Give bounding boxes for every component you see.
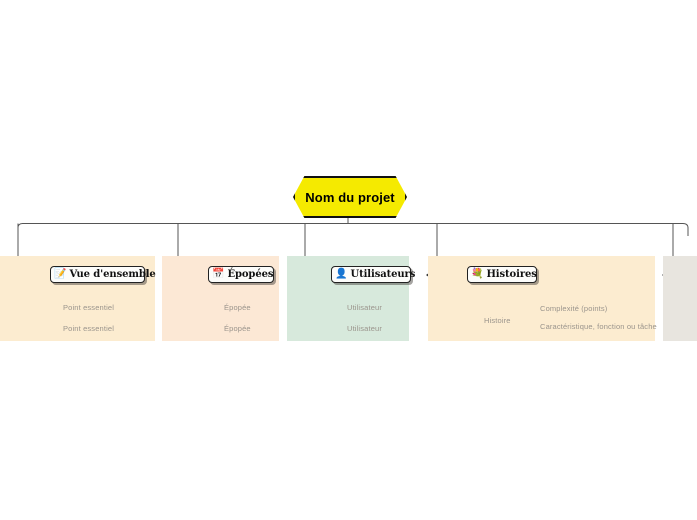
node-label-vue-densemble: Vue d'ensemble	[69, 269, 156, 280]
node-box-utilisateurs[interactable]: 👤 Utilisateurs	[331, 266, 415, 283]
leaf-point-essentiel-2[interactable]: Point essentiel	[63, 324, 115, 333]
root-node-project-title[interactable]: Nom du projet	[293, 176, 407, 218]
node-label-utilisateurs: Utilisateurs	[350, 269, 416, 280]
node-box-epopees[interactable]: 📅 Épopées	[208, 266, 274, 283]
calendar-icon: 📅	[212, 268, 225, 279]
node-box-histoires[interactable]: 💐 Histoires	[467, 266, 537, 283]
leaf-point-essentiel-1[interactable]: Point essentiel	[63, 303, 115, 312]
bouquet-icon: 💐	[471, 268, 484, 279]
leaf-histoire[interactable]: Histoire	[484, 316, 511, 325]
node-box-vue-densemble[interactable]: 📝 Vue d'ensemble	[50, 266, 156, 283]
leaf-complexite-points[interactable]: Complexité (points)	[540, 304, 608, 313]
leaf-utilisateur-2[interactable]: Utilisateur	[347, 324, 382, 333]
node-label-histoires: Histoires	[486, 269, 537, 280]
leaf-epopee-1[interactable]: Épopée	[224, 303, 251, 312]
leaf-caracteristique-fonction-tache[interactable]: Caractéristique, fonction ou tâche	[540, 322, 657, 331]
leaf-utilisateur-1[interactable]: Utilisateur	[347, 303, 382, 312]
branch-panel-histoires	[428, 256, 655, 341]
horizontal-bus-line	[17, 223, 689, 236]
node-label-epopees: Épopées	[227, 269, 274, 280]
memo-icon: 📝	[54, 268, 67, 279]
root-node-label: Nom du projet	[305, 189, 395, 205]
branch-panel-branche-suivante	[663, 256, 697, 341]
leaf-epopee-2[interactable]: Épopée	[224, 324, 251, 333]
bust-in-silhouette-icon: 👤	[335, 268, 348, 279]
